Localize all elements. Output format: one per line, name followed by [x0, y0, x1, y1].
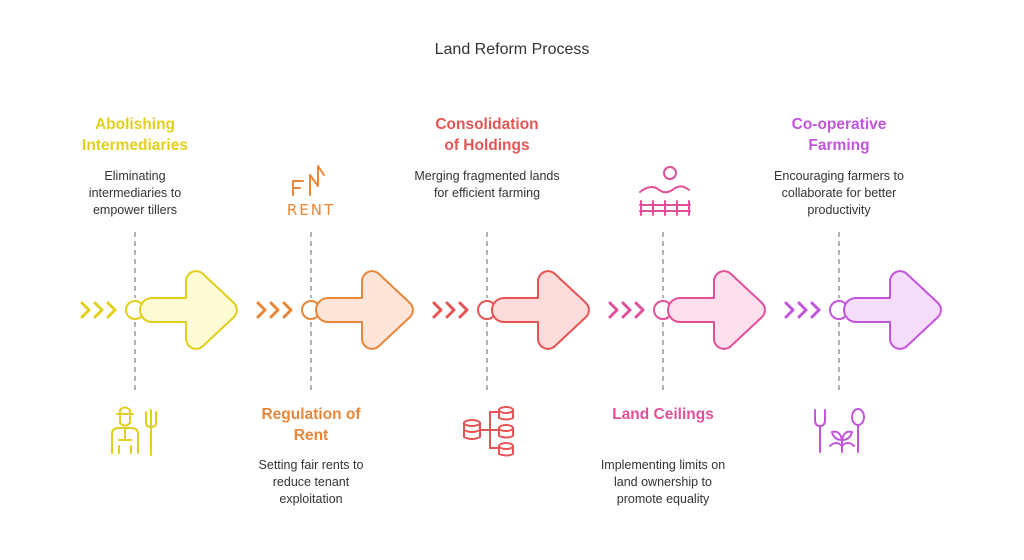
step-4-description: Encouraging farmers to collaborate for b…	[774, 169, 904, 217]
step-1-chevron-3	[282, 301, 293, 319]
step-0-chevron-1	[80, 301, 91, 319]
step-3-chevron-1	[608, 301, 619, 319]
step-4	[784, 232, 942, 453]
step-3-heading: Land Ceilings	[612, 406, 714, 423]
step-4-chevron-2	[797, 301, 808, 319]
diagram-title: Land Reform Process	[434, 41, 590, 58]
step-1-chevron-2	[269, 301, 280, 319]
fenced-land-icon	[639, 166, 691, 216]
step-4-chevron-3	[810, 301, 821, 319]
step-0-chevron-3	[106, 301, 117, 319]
step-4-arrow	[843, 270, 942, 350]
step-2-chevron-2	[445, 301, 456, 319]
step-3-description: Implementing limits on land ownership to…	[600, 458, 726, 506]
farmer-icon	[111, 406, 157, 456]
step-0-chevron-2	[93, 301, 104, 319]
step-3	[608, 166, 766, 392]
step-3-chevron-3	[634, 301, 645, 319]
step-0-description: Eliminating intermediaries to empower ti…	[88, 169, 182, 217]
step-0-heading: Abolishing Intermediaries	[82, 116, 188, 154]
step-2-chevron-1	[432, 301, 443, 319]
step-2	[432, 232, 590, 457]
step-0-arrow	[139, 270, 238, 350]
step-1: RENT	[256, 165, 414, 392]
rent-sign-icon: RENT	[287, 165, 335, 219]
rent-sign-text: RENT	[287, 201, 335, 219]
step-1-heading: Regulation of Rent	[261, 406, 361, 444]
step-1-description: Setting fair rents to reduce tenant expl…	[258, 458, 364, 506]
step-4-chevron-1	[784, 301, 795, 319]
step-2-chevron-3	[458, 301, 469, 319]
step-2-arrow	[491, 270, 590, 350]
step-0	[80, 232, 238, 456]
step-2-heading: Consolidation of Holdings	[435, 116, 539, 154]
step-3-chevron-2	[621, 301, 632, 319]
fork-plant-spoon-icon	[814, 408, 865, 453]
step-4-heading: Co-operative Farming	[791, 116, 887, 154]
database-stacks-icon	[463, 406, 514, 457]
step-2-description: Merging fragmented lands for efficient f…	[414, 169, 560, 200]
step-1-arrow	[315, 270, 414, 350]
step-3-arrow	[667, 270, 766, 350]
step-1-chevron-1	[256, 301, 267, 319]
